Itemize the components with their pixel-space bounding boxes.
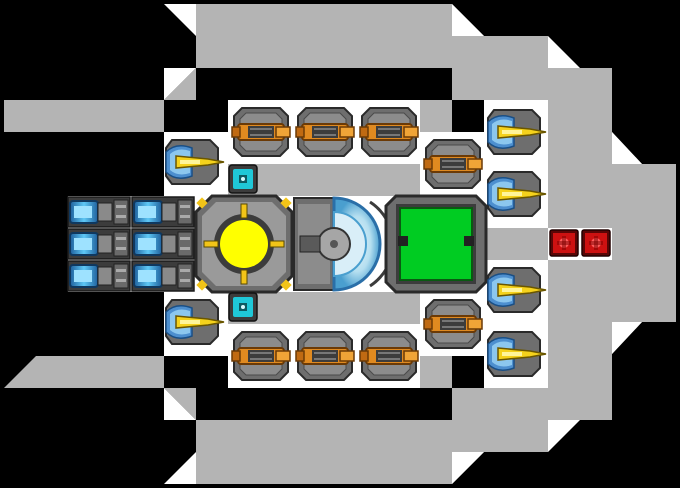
thruster-icon — [67, 196, 131, 228]
laser-icon[interactable] — [165, 299, 225, 345]
cannon-icon[interactable] — [423, 299, 483, 349]
cannon-icon[interactable] — [423, 139, 483, 189]
reactor[interactable] — [194, 194, 294, 294]
laser-icon[interactable] — [165, 139, 225, 185]
cannon-icon[interactable] — [359, 107, 419, 157]
laser-icon[interactable] — [487, 171, 547, 217]
thruster-icon — [67, 260, 131, 292]
cannon-icon[interactable] — [295, 331, 355, 381]
reactor-core-icon — [194, 194, 294, 294]
cockpit-console-icon — [384, 194, 488, 294]
cyan-node-icon — [228, 164, 258, 194]
cannon-icon[interactable] — [231, 107, 291, 157]
thruster-icon — [131, 260, 195, 292]
cannon-icon[interactable] — [231, 331, 291, 381]
shield-dome-icon — [293, 196, 395, 292]
cyan-node-icon — [228, 292, 258, 322]
cannon-icon[interactable] — [359, 331, 419, 381]
laser-icon[interactable] — [487, 109, 547, 155]
cannon-icon[interactable] — [295, 107, 355, 157]
shield-generator[interactable] — [293, 196, 395, 292]
warning-light-icon — [549, 229, 579, 257]
cockpit[interactable] — [384, 194, 488, 294]
thruster-icon — [131, 196, 195, 228]
warning-light-icon — [581, 229, 611, 257]
thruster-icon — [131, 228, 195, 260]
laser-icon[interactable] — [487, 331, 547, 377]
thruster-icon — [67, 228, 131, 260]
laser-icon[interactable] — [487, 267, 547, 313]
